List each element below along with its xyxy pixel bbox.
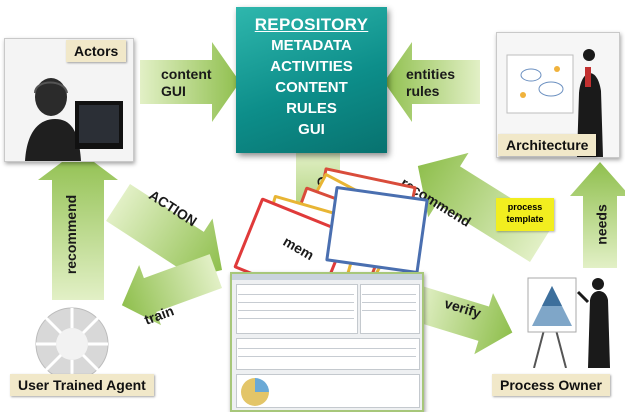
arrow-needs <box>570 162 625 268</box>
arrow-recommend-right <box>417 152 554 262</box>
repository-box: REPOSITORY METADATA ACTIVITIES CONTENT R… <box>236 7 387 153</box>
arrow-action <box>106 184 223 283</box>
process-owner-label: Process Owner <box>492 374 610 396</box>
needs-label: needs <box>593 204 610 245</box>
repository-item-metadata: METADATA <box>271 37 352 54</box>
architecture-label: Architecture <box>498 134 597 156</box>
process-owner-image <box>527 277 610 368</box>
repository-item-activities: ACTIVITIES <box>270 58 353 75</box>
repository-item-rules: RULES <box>286 100 337 117</box>
agent-wheel-icon <box>35 307 109 381</box>
arrow-recommend-left <box>38 150 118 300</box>
repository-item-content: CONTENT <box>275 79 348 96</box>
arrow-content-gui <box>140 42 240 122</box>
recommend-left-label: recommend <box>63 194 80 275</box>
arrow-verify <box>411 286 513 355</box>
case-document <box>325 185 429 275</box>
actors-label: Actors <box>66 40 127 62</box>
repository-title: REPOSITORY <box>254 15 369 34</box>
pie-chart-icon <box>241 378 269 406</box>
application-screenshot <box>230 272 424 412</box>
repository-item-gui: GUI <box>298 121 325 138</box>
user-trained-agent-label: User Trained Agent <box>10 374 154 396</box>
arrow-entities-rules <box>384 42 480 122</box>
arrow-train <box>121 254 222 326</box>
